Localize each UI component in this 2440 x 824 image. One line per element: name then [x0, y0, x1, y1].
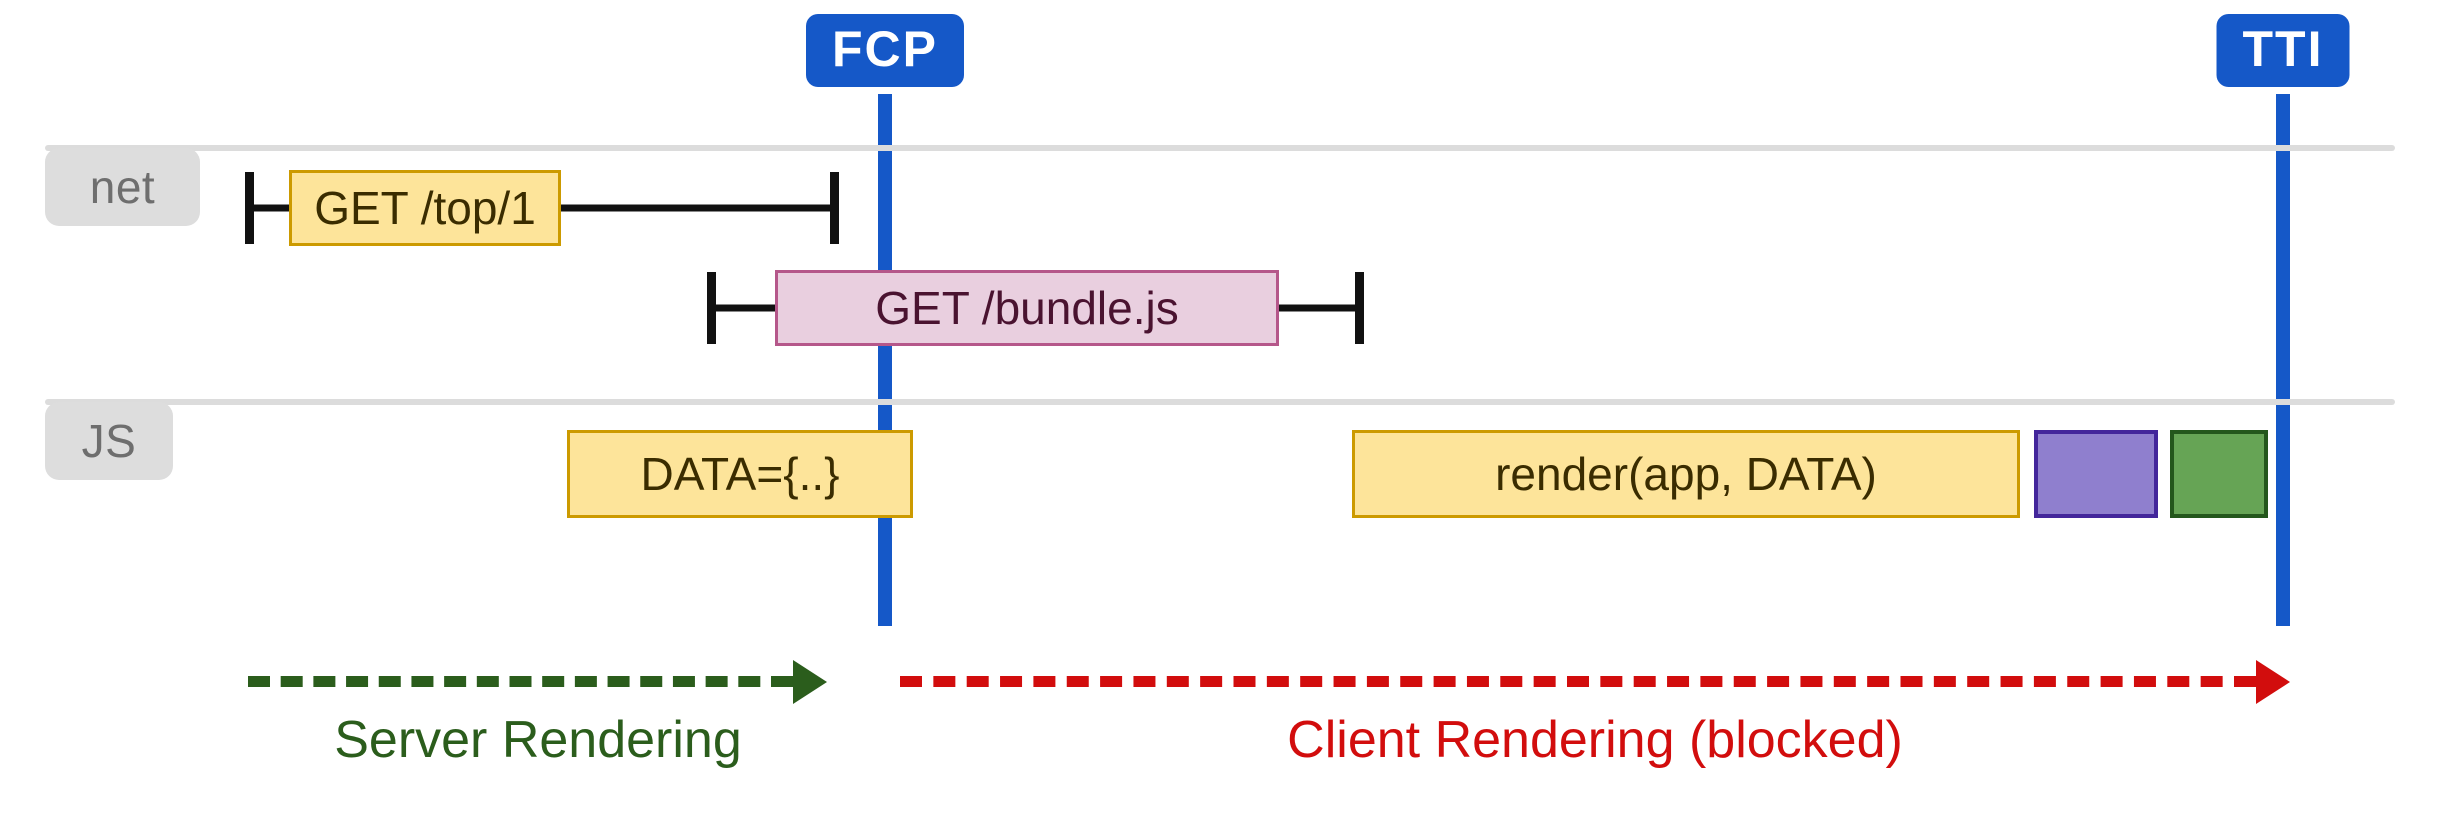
- task-bar-data-assign-label: DATA={..}: [640, 448, 840, 500]
- phase-server-rendering: Server Rendering: [248, 660, 828, 766]
- task-bar-get-bundle-label: GET /bundle.js: [875, 282, 1179, 334]
- task-bar-data-assign[interactable]: DATA={..}: [567, 430, 913, 518]
- whisker-cap-right: [830, 172, 839, 244]
- phase-client-dashed-line: [900, 676, 2256, 687]
- task-bar-get-top-label: GET /top/1: [314, 182, 536, 234]
- whisker-cap-right: [1355, 272, 1364, 344]
- task-bar-green-block[interactable]: [2170, 430, 2268, 518]
- track-line-net: [45, 145, 2395, 151]
- task-bar-get-top[interactable]: GET /top/1: [289, 170, 561, 246]
- whisker-cap-left: [707, 272, 716, 344]
- task-bar-get-bundle[interactable]: GET /bundle.js: [775, 270, 1279, 346]
- phase-server-arrowhead: [793, 660, 827, 704]
- track-line-js: [45, 399, 2395, 405]
- whisker-cap-left: [245, 172, 254, 244]
- phase-client-rendering: Client Rendering (blocked): [900, 660, 2290, 766]
- lane-label-js: JS: [45, 402, 173, 480]
- lane-label-js-text: JS: [81, 415, 137, 467]
- task-bar-render-call-label: render(app, DATA): [1495, 448, 1877, 500]
- lane-label-net: net: [45, 148, 200, 226]
- phase-client-caption: Client Rendering (blocked): [1287, 711, 1903, 769]
- milestone-tti-line: [2276, 94, 2290, 626]
- lane-label-net-text: net: [89, 161, 156, 213]
- milestone-tti-label: TTI: [2216, 14, 2350, 87]
- phase-server-caption: Server Rendering: [334, 711, 742, 769]
- milestone-fcp-line: [878, 94, 892, 626]
- task-bar-purple-block[interactable]: [2034, 430, 2158, 518]
- task-bar-render-call[interactable]: render(app, DATA): [1352, 430, 2020, 518]
- phase-server-dashed-line: [248, 676, 793, 687]
- phase-client-arrowhead: [2256, 660, 2290, 704]
- milestone-fcp-label: FCP: [806, 14, 964, 87]
